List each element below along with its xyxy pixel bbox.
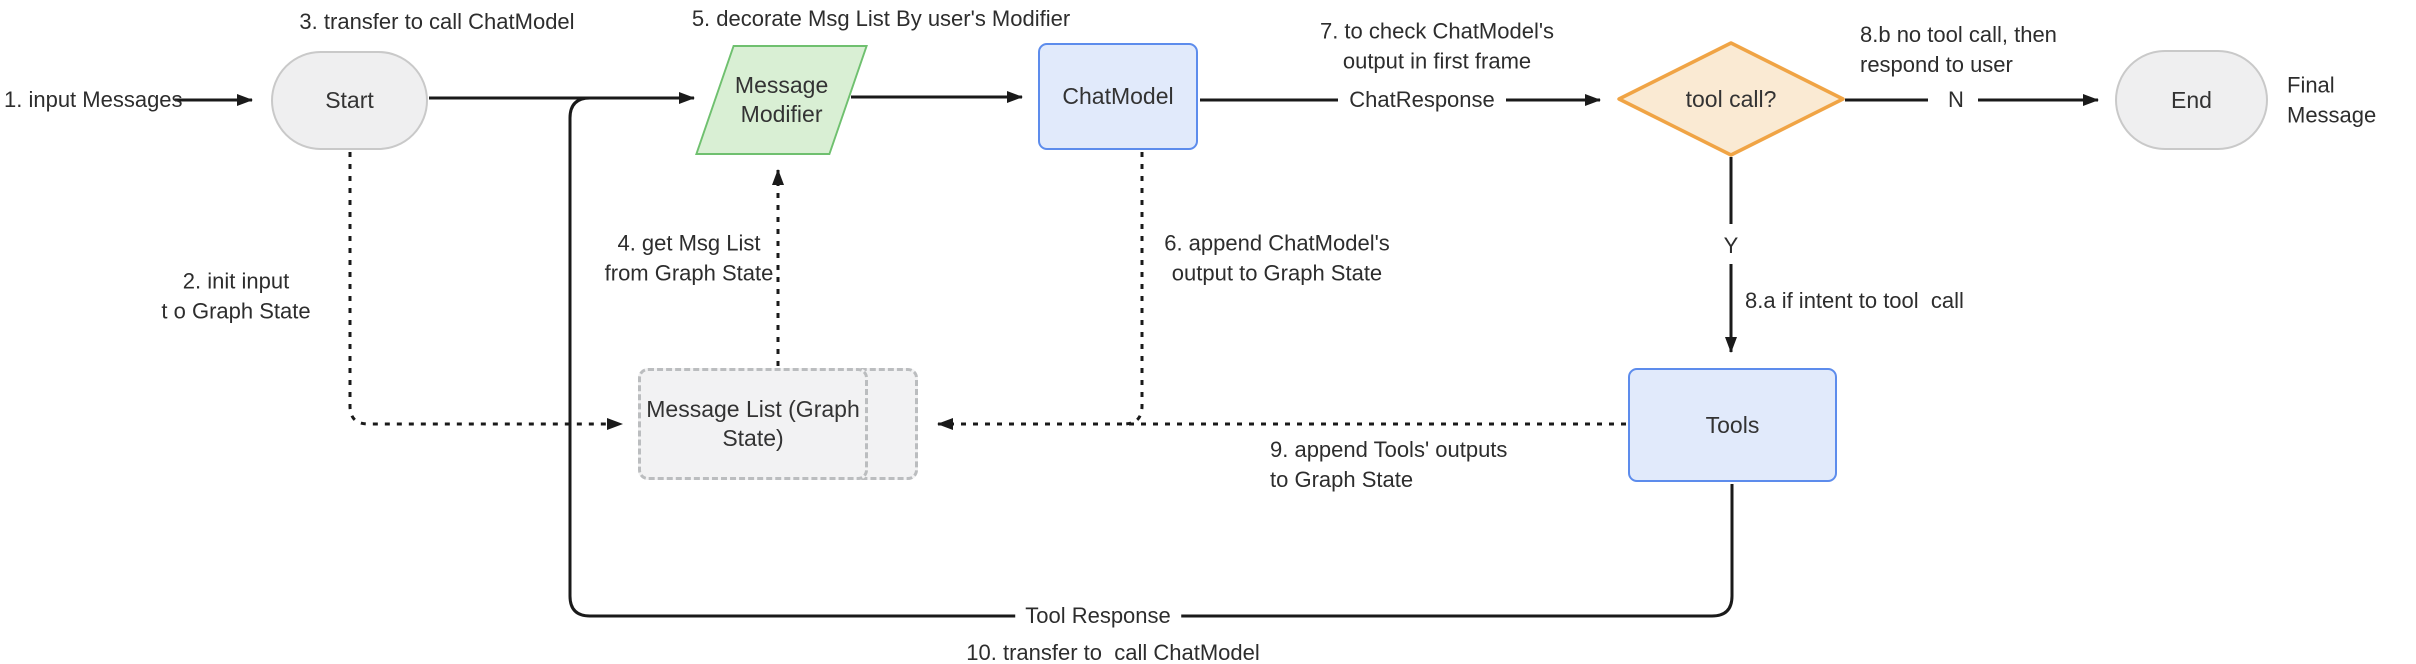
chat-response-label: ChatResponse — [1339, 85, 1505, 115]
end-node: End — [2115, 50, 2268, 150]
annotation-3: 3. transfer to call ChatModel — [299, 9, 575, 35]
annotation-4: 4. get Msg List from Graph State — [604, 230, 774, 285]
no-branch-label: N — [1938, 85, 1974, 115]
annotation-5: 5. decorate Msg List By user's Modifier — [691, 6, 1071, 32]
diamond-shape — [1617, 41, 1845, 157]
annotation-8b: 8.b no tool call, then respond to user — [1860, 22, 2057, 77]
start-node: Start — [271, 51, 428, 150]
tools-node: Tools — [1628, 368, 1837, 482]
tool-call-label: tool call? — [1685, 85, 1777, 112]
annotation-6: 6. append ChatModel's output to Graph St… — [1164, 230, 1390, 285]
input-messages-label: 1. input Messages — [4, 87, 183, 113]
start-node-label: Start — [325, 87, 374, 114]
end-node-label: End — [2171, 86, 2212, 113]
annotation-7: 7. to check ChatModel's output in first … — [1319, 18, 1555, 73]
annotation-10: 10. transfer to call ChatModel — [966, 640, 1260, 664]
annotation-2: 2. init input t o Graph State — [161, 268, 311, 323]
edge-start-to-message-list-dashed — [348, 152, 623, 430]
edge-tools-loop-right — [1180, 484, 1734, 618]
tools-label: Tools — [1705, 411, 1760, 438]
message-list-node: Message List (Graph State) — [638, 368, 868, 480]
annotation-9: 9. append Tools' outputs to Graph State — [1270, 437, 1508, 492]
yes-branch-label: Y — [1713, 231, 1749, 261]
message-modifier-label: Message Modifier — [734, 72, 829, 127]
tool-response-label: Tool Response — [1015, 601, 1181, 631]
message-list-label: Message List (Graph State) — [646, 396, 860, 451]
annotation-8a: 8.a if intent to tool call — [1745, 288, 1964, 314]
edge-tools-loop-left — [568, 96, 1018, 618]
final-message-label: Final Message — [2287, 72, 2377, 127]
edge-chatmodel-to-message-list-dashed — [1123, 152, 1144, 426]
chatmodel-node: ChatModel — [1038, 43, 1198, 150]
chatmodel-label: ChatModel — [1062, 83, 1174, 110]
tool-call-decision-node: tool call? — [1616, 40, 1846, 158]
